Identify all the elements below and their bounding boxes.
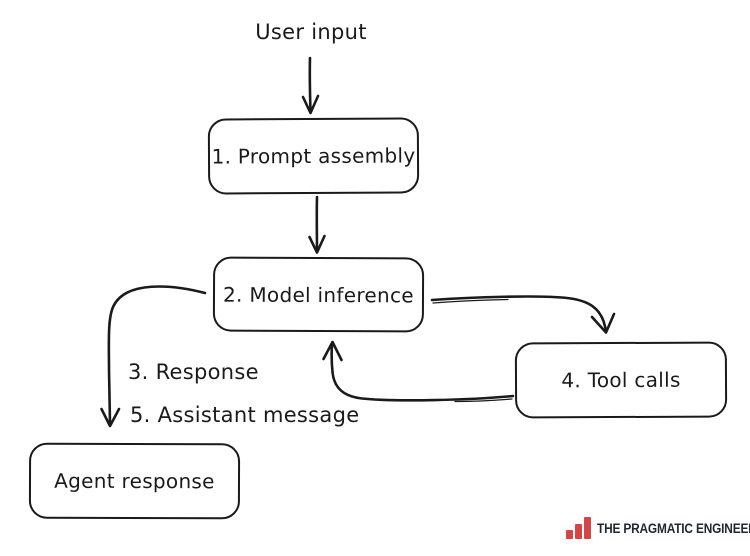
node-model-inference-label: 2. Model inference: [222, 282, 414, 307]
node-model-inference: 2. Model inference: [212, 256, 425, 333]
node-agent-response-label: Agent response: [54, 468, 215, 494]
arrow-model-to-tools: [430, 295, 616, 334]
node-tool-calls: 4. Tool calls: [514, 341, 728, 419]
brand-logo: THE PRAGMATIC ENGINEER: [566, 517, 750, 539]
bar-chart-icon: [566, 517, 591, 539]
arrow-model-to-agent: [100, 285, 207, 428]
arrow-prompt-to-model: [308, 195, 326, 254]
label-user-input: User input: [255, 20, 367, 44]
node-tool-calls-label: 4. Tool calls: [561, 367, 681, 393]
node-prompt-assembly: 1. Prompt assembly: [207, 117, 420, 195]
node-agent-response: Agent response: [28, 442, 241, 520]
node-prompt-assembly-label: 1. Prompt assembly: [211, 143, 416, 169]
arrow-tools-to-model: [322, 340, 515, 403]
brand-logo-text: THE PRAGMATIC ENGINEER: [597, 521, 750, 536]
arrow-user-to-prompt: [301, 56, 320, 115]
edge-label-assistant-message: 5. Assistant message: [130, 403, 360, 427]
edge-label-response: 3. Response: [128, 360, 259, 384]
